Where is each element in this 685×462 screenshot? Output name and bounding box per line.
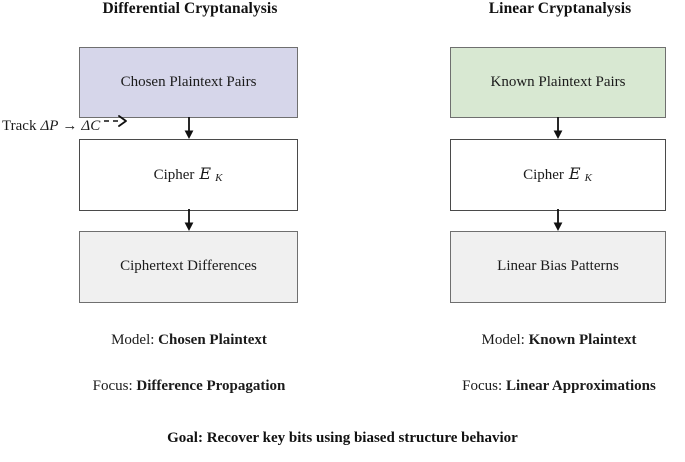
script-e-symbol: E <box>568 164 581 184</box>
caption-key: Model: <box>481 332 525 348</box>
subscript-k: K <box>215 172 223 185</box>
arrow-cipher-to-bias <box>551 209 565 231</box>
dashed-arrow-icon <box>104 115 130 127</box>
annotation-delta-c: ΔC <box>81 118 101 134</box>
annotation-maps-to-arrow: → <box>62 118 78 134</box>
goal-statement: Goal: Recover key bits using biased stru… <box>167 430 518 446</box>
box-linear-bias-patterns: Linear Bias Patterns <box>450 231 666 303</box>
caption-focus-differential: Focus: Difference Propagation <box>38 378 340 395</box>
box-label: Chosen Plaintext Pairs <box>120 73 257 90</box>
box-label: Known Plaintext Pairs <box>490 73 626 90</box>
box-label: Cipher <box>523 167 564 184</box>
column-title-linear: Linear Cryptanalysis <box>488 0 632 17</box>
arrow-cipher-to-differences <box>182 209 196 231</box>
annotation-track-delta: Track ΔP → ΔC <box>2 115 130 135</box>
box-label: Linear Bias Patterns <box>497 258 619 275</box>
caption-value: Linear Approximations <box>505 378 656 394</box>
caption-model-linear: Model: Known Plaintext <box>408 332 685 349</box>
column-title-differential: Differential Cryptanalysis <box>102 0 278 17</box>
box-label: Cipher <box>153 167 195 184</box>
box-known-plaintext-pairs: Known Plaintext Pairs <box>450 47 666 118</box>
caption-focus-linear: Focus: Linear Approximations <box>408 378 685 395</box>
caption-value: Difference Propagation <box>136 378 286 394</box>
script-e-symbol: E <box>199 164 212 184</box>
box-ciphertext-differences: Ciphertext Differences <box>79 231 298 303</box>
subscript-k: K <box>584 172 592 185</box>
annotation-delta-p: ΔP <box>40 118 59 134</box>
arrow-known-to-cipher <box>551 117 565 139</box>
box-label: Ciphertext Differences <box>120 258 257 275</box>
arrow-chosen-to-cipher <box>182 117 196 139</box>
caption-key: Model: <box>111 332 155 348</box>
caption-key: Focus: <box>462 378 503 394</box>
annotation-prefix: Track <box>2 118 37 134</box>
caption-key: Focus: <box>92 378 133 394</box>
caption-model-differential: Model: Chosen Plaintext <box>38 332 340 349</box>
box-chosen-plaintext-pairs: Chosen Plaintext Pairs <box>79 47 298 118</box>
caption-value: Known Plaintext <box>528 332 637 348</box>
caption-value: Chosen Plaintext <box>158 332 267 348</box>
